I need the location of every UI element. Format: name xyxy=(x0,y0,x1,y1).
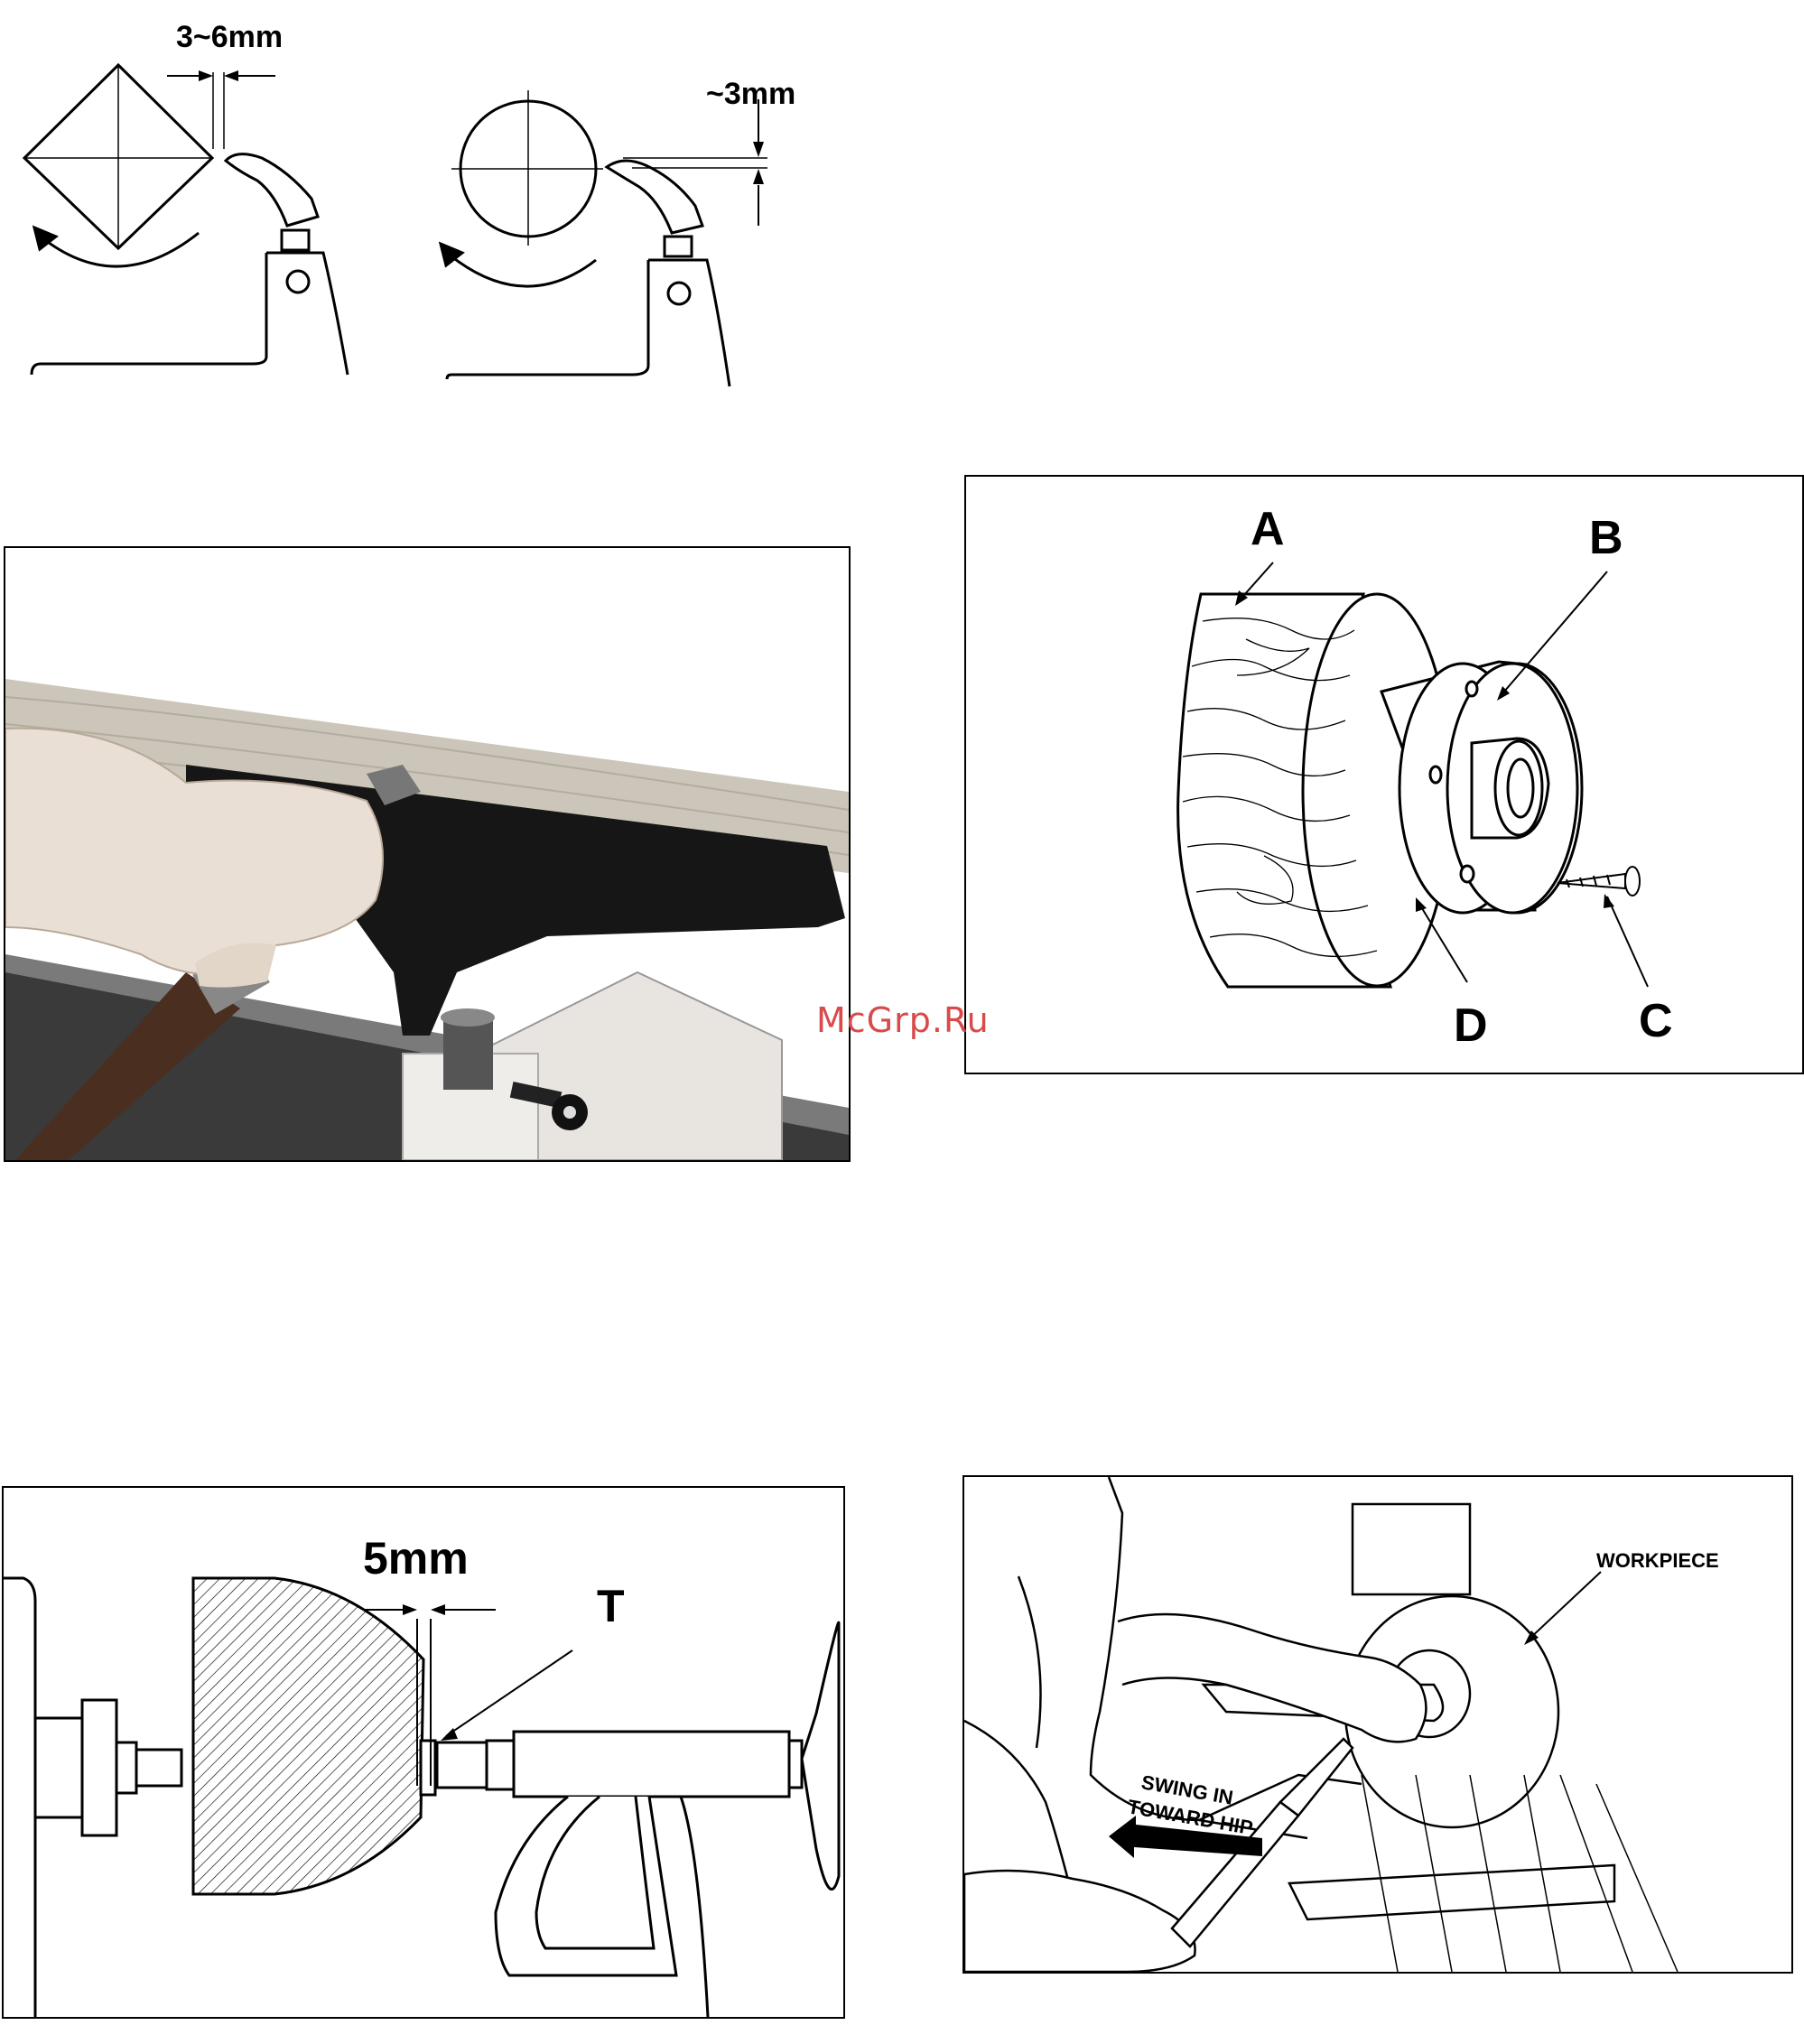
tool-rest-gap-diagram: 3~6mm ~3mm xyxy=(0,0,849,406)
hatched-workpiece xyxy=(193,1578,423,1894)
turning-tool-photo-svg xyxy=(5,548,849,1160)
rotation-arrow-left xyxy=(41,233,199,266)
rotation-arrow-right xyxy=(447,253,596,286)
label-c: C xyxy=(1639,995,1673,1047)
label-t: T xyxy=(597,1581,625,1631)
label-b: B xyxy=(1589,512,1623,564)
round-gap-label: ~3mm xyxy=(706,77,795,111)
turning-tool-photo xyxy=(4,546,851,1162)
faceplate-diagram: A B C D xyxy=(964,475,1804,1074)
swing-technique-diagram: WORKPIECE SWING IN TOWARD HIP xyxy=(962,1475,1793,1974)
label-d: D xyxy=(1454,999,1488,1052)
watermark: McGrp.Ru xyxy=(816,1000,990,1040)
gap-5mm-label: 5mm xyxy=(363,1533,469,1584)
wood-screw xyxy=(1558,867,1640,896)
parting-off-svg: 5mm T xyxy=(4,1488,843,2017)
workpiece-label: WORKPIECE xyxy=(1596,1549,1719,1572)
label-a: A xyxy=(1251,503,1285,555)
faceplate-diagram-svg: A B C D xyxy=(966,477,1802,1073)
square-gap-label: 3~6mm xyxy=(176,20,283,54)
swing-technique-svg: WORKPIECE SWING IN TOWARD HIP xyxy=(964,1477,1791,1972)
parting-off-diagram: 5mm T xyxy=(2,1486,845,2019)
tool-rest-gap-svg: 3~6mm ~3mm xyxy=(0,0,849,406)
